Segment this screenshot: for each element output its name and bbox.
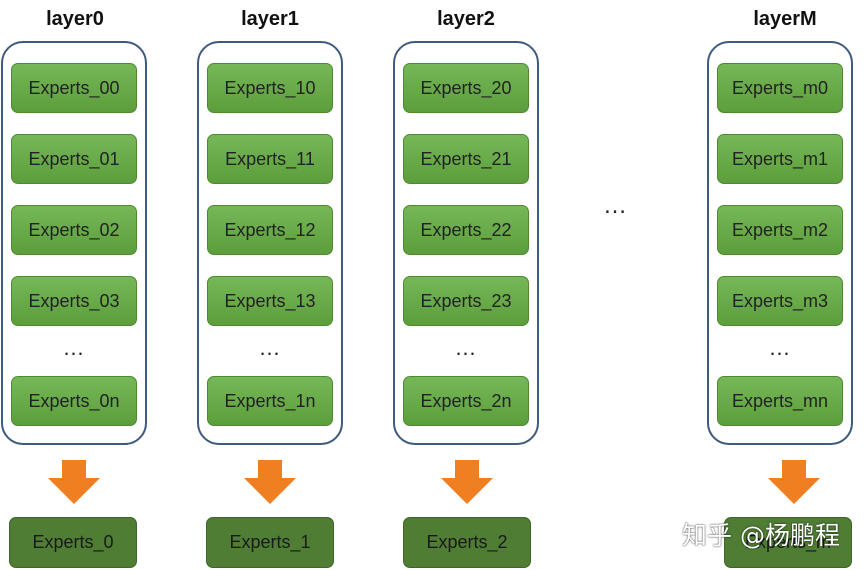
layer-title-0: layer0 xyxy=(46,8,104,30)
expert-node: Experts_13 xyxy=(207,276,333,326)
expert-node: Experts_11 xyxy=(207,134,333,184)
expert-node: Experts_m3 xyxy=(717,276,843,326)
layer-box-1: Experts_10 Experts_11 Experts_12 Experts… xyxy=(197,41,343,445)
expert-node: Experts_21 xyxy=(403,134,529,184)
layer-box-0: Experts_00 Experts_01 Experts_02 Experts… xyxy=(1,41,147,445)
layer-title-2: layer2 xyxy=(437,8,495,30)
expert-node: Experts_22 xyxy=(403,205,529,255)
expert-ellipsis: … xyxy=(454,335,478,360)
output-expert-0: Experts_0 xyxy=(9,517,137,568)
expert-node: Experts_10 xyxy=(207,63,333,113)
layer-title-m: layerM xyxy=(753,8,817,30)
expert-node: Experts_2n xyxy=(403,376,529,426)
expert-node: Experts_20 xyxy=(403,63,529,113)
output-expert-2: Experts_2 xyxy=(403,517,531,568)
expert-ellipsis: … xyxy=(258,335,282,360)
zhihu-watermark: 知乎 @杨鹏程 xyxy=(682,521,840,550)
down-arrow-icon xyxy=(48,460,100,504)
expert-ellipsis: … xyxy=(62,335,86,360)
expert-node: Experts_m2 xyxy=(717,205,843,255)
layer-box-m: Experts_m0 Experts_m1 Experts_m2 Experts… xyxy=(707,41,853,445)
expert-node: Experts_01 xyxy=(11,134,137,184)
expert-node: Experts_mn xyxy=(717,376,843,426)
expert-node: Experts_1n xyxy=(207,376,333,426)
layer-box-2: Experts_20 Experts_21 Experts_22 Experts… xyxy=(393,41,539,445)
expert-ellipsis: … xyxy=(768,335,792,360)
layer-title-1: layer1 xyxy=(241,8,299,30)
down-arrow-icon xyxy=(441,460,493,504)
down-arrow-icon xyxy=(244,460,296,504)
expert-node: Experts_m0 xyxy=(717,63,843,113)
expert-node: Experts_03 xyxy=(11,276,137,326)
output-expert-m: Experts_m xyxy=(724,517,852,568)
expert-node: Experts_23 xyxy=(403,276,529,326)
layers-ellipsis: … xyxy=(603,192,627,219)
expert-node: Experts_02 xyxy=(11,205,137,255)
expert-node: Experts_00 xyxy=(11,63,137,113)
expert-node: Experts_12 xyxy=(207,205,333,255)
expert-node: Experts_0n xyxy=(11,376,137,426)
down-arrow-icon xyxy=(768,460,820,504)
expert-node: Experts_m1 xyxy=(717,134,843,184)
output-expert-1: Experts_1 xyxy=(206,517,334,568)
